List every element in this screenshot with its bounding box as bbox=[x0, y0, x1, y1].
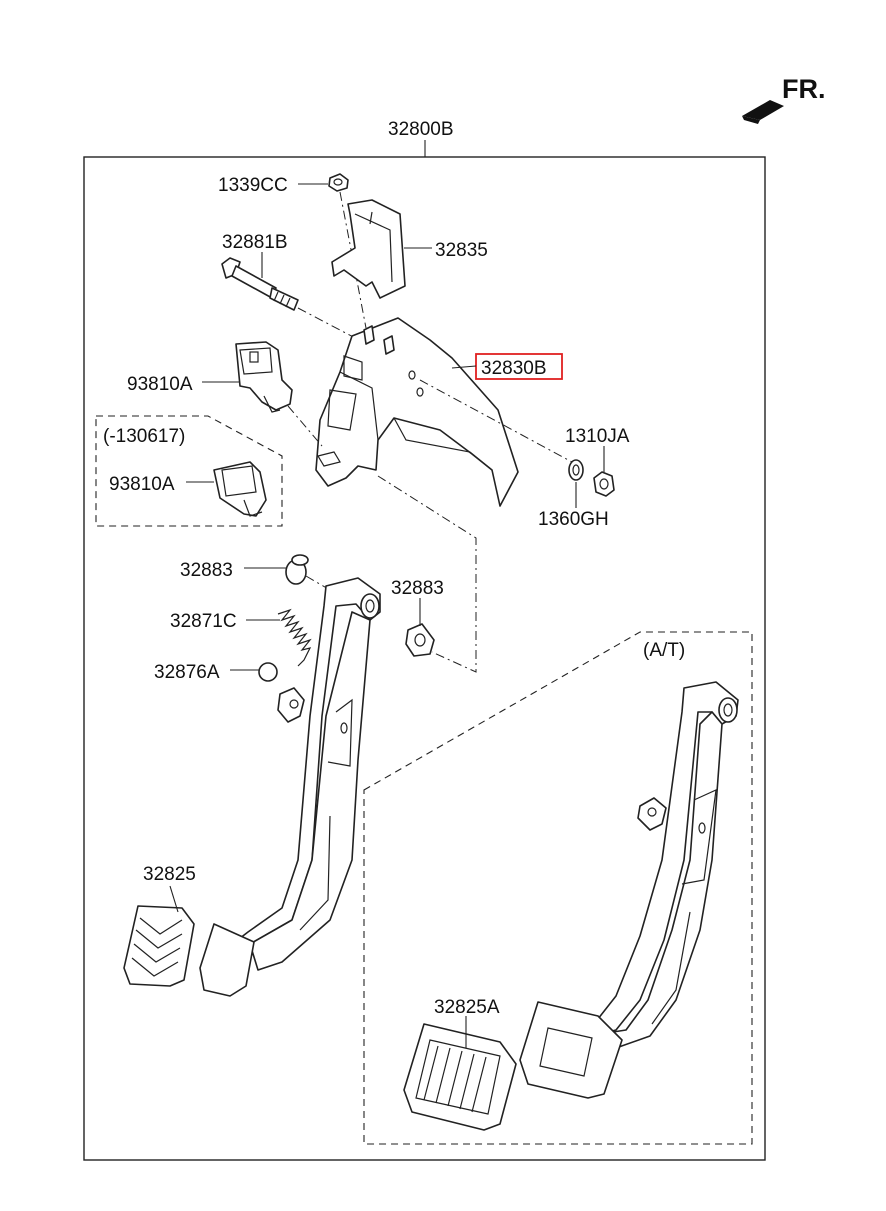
label-32881b: 32881B bbox=[222, 232, 288, 253]
front-direction-label: FR. bbox=[782, 74, 826, 104]
nut-1339cc bbox=[328, 173, 349, 192]
bushing-32883-left bbox=[285, 554, 309, 585]
label-32871c: 32871C bbox=[170, 611, 237, 632]
label-32876a: 32876A bbox=[154, 662, 220, 683]
pedal-pad-32825 bbox=[123, 905, 195, 987]
label-93810a: 93810A bbox=[127, 374, 193, 395]
label-32883-left: 32883 bbox=[180, 560, 233, 581]
brake-pedal-pad bbox=[199, 923, 255, 997]
stopper-32876a bbox=[258, 662, 278, 682]
label-1310ja: 1310JA bbox=[565, 426, 630, 447]
label-prior-range: (-130617) bbox=[103, 426, 185, 447]
pedal-member-32830b bbox=[315, 317, 519, 507]
bracket-32835 bbox=[331, 199, 406, 299]
at-variant-box bbox=[363, 631, 753, 1145]
label-32835: 32835 bbox=[435, 240, 488, 261]
pedal-pad-32825a bbox=[403, 1023, 517, 1131]
label-32830b: 32830B bbox=[481, 358, 547, 379]
return-spring-32871c bbox=[277, 608, 312, 667]
bushing-32883-right bbox=[405, 623, 435, 657]
bolt-32881b bbox=[221, 257, 299, 311]
label-32825: 32825 bbox=[143, 864, 196, 885]
nut-1310ja bbox=[593, 471, 615, 497]
label-32825a: 32825A bbox=[434, 997, 500, 1018]
brake-pedal-arm bbox=[221, 577, 381, 971]
at-brake-pedal-pad bbox=[519, 1001, 623, 1099]
label-at-variant: (A/T) bbox=[643, 640, 685, 661]
label-1360gh: 1360GH bbox=[538, 509, 609, 530]
label-1339cc: 1339CC bbox=[218, 175, 288, 196]
stop-lamp-switch-93810a bbox=[235, 341, 293, 413]
prior-range-box bbox=[95, 415, 283, 527]
front-direction-arrow-icon bbox=[742, 100, 784, 124]
label-93810a-old: 93810A bbox=[109, 474, 175, 495]
stop-lamp-switch-93810a-old bbox=[213, 461, 267, 517]
at-brake-pedal-arm bbox=[593, 681, 739, 1049]
label-32883-right: 32883 bbox=[391, 578, 444, 599]
assembly-label: 32800B bbox=[388, 119, 454, 140]
washer-1360gh bbox=[568, 459, 584, 481]
